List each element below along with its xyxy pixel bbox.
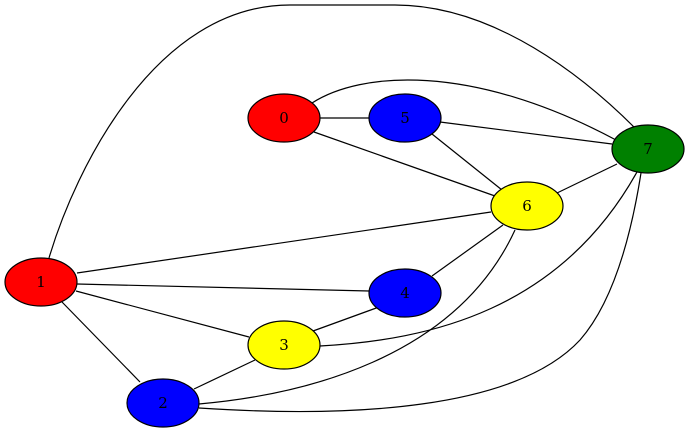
node-5-ellipse — [368, 93, 442, 143]
node-2: 2 — [126, 378, 200, 428]
node-2-label: 2 — [158, 394, 168, 412]
edge-2-7 — [198, 172, 642, 413]
node-5: 5 — [368, 93, 442, 143]
node-1-ellipse — [4, 257, 78, 307]
node-0-ellipse — [247, 93, 321, 143]
node-layer: 0 1 2 3 4 5 6 7 — [4, 93, 685, 428]
edge-0-7 — [311, 79, 617, 141]
node-2-ellipse — [126, 378, 200, 428]
node-6-ellipse — [490, 181, 564, 231]
edge-2-3 — [193, 359, 256, 390]
edge-1-7 — [48, 4, 636, 259]
node-4-ellipse — [368, 268, 442, 318]
node-0-label: 0 — [279, 109, 289, 127]
node-7-ellipse — [611, 124, 685, 174]
edge-5-6 — [431, 133, 503, 191]
node-1-label: 1 — [36, 273, 46, 291]
node-6: 6 — [490, 181, 564, 231]
edge-4-6 — [431, 224, 504, 277]
edge-2-6 — [198, 229, 516, 405]
node-4: 4 — [368, 268, 442, 318]
edge-1-2 — [61, 301, 141, 383]
node-7: 7 — [611, 124, 685, 174]
node-1: 1 — [4, 257, 78, 307]
node-5-label: 5 — [400, 109, 410, 127]
edge-6-7 — [556, 163, 618, 194]
node-4-label: 4 — [400, 284, 410, 302]
edge-3-4 — [312, 306, 380, 332]
edge-1-3 — [75, 290, 250, 338]
edge-layer — [48, 4, 642, 413]
edge-3-7 — [319, 171, 638, 347]
node-3-ellipse — [247, 320, 321, 370]
node-7-label: 7 — [643, 140, 653, 158]
node-0: 0 — [247, 93, 321, 143]
node-3: 3 — [247, 320, 321, 370]
edge-0-6 — [313, 131, 496, 197]
edge-1-6 — [76, 211, 492, 274]
edge-5-7 — [439, 121, 613, 145]
node-6-label: 6 — [522, 197, 532, 215]
edge-1-4 — [76, 283, 370, 292]
node-3-label: 3 — [279, 336, 289, 354]
